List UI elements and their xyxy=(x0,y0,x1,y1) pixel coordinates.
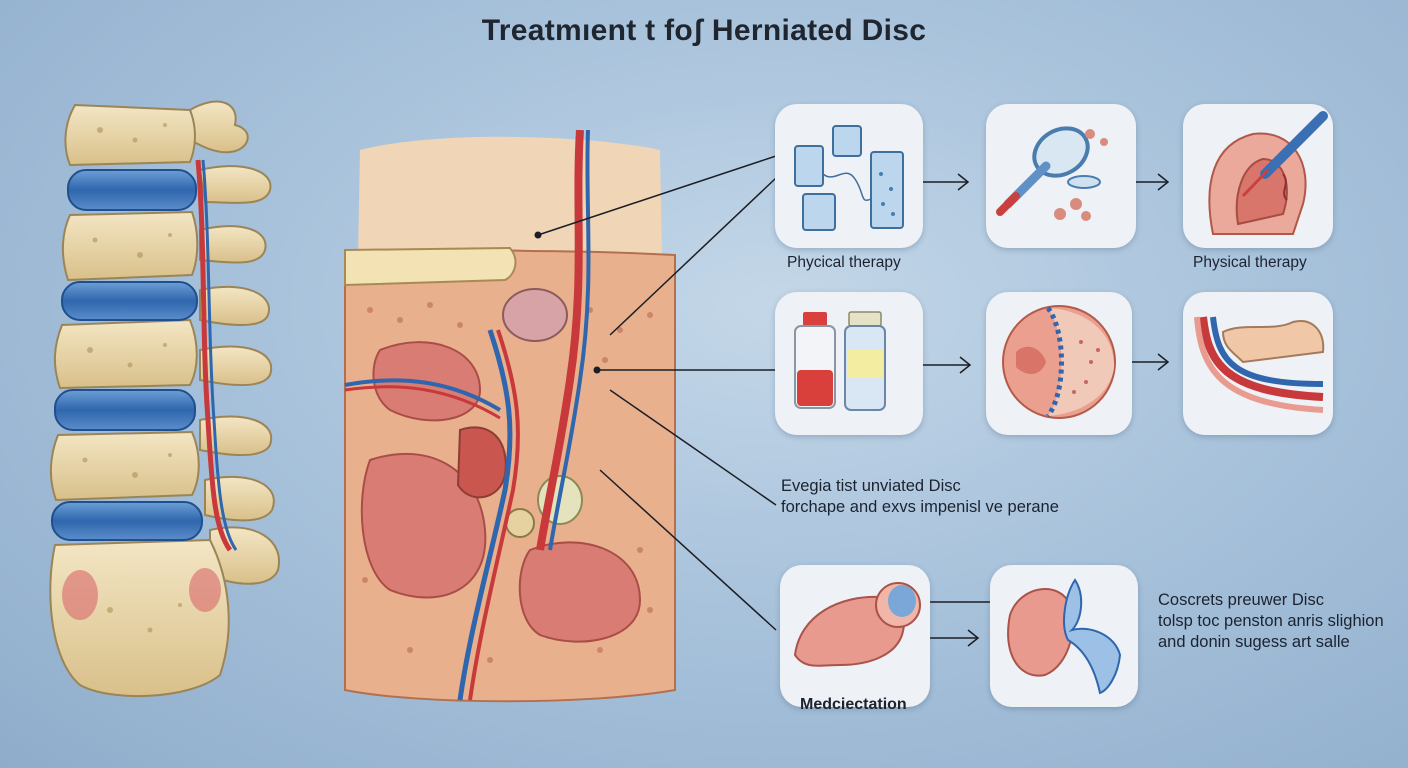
panel-joint-left xyxy=(780,565,930,707)
disc-section-icon xyxy=(1002,305,1116,419)
lumbar-spine-illustration xyxy=(49,100,281,698)
disc-cross-section-illustration xyxy=(344,130,676,703)
panel-disc-section xyxy=(986,292,1132,435)
panel-joint-right xyxy=(990,565,1138,707)
note-middle-line-1: Evegia tist unviated Disc xyxy=(781,477,961,495)
joint-cartilage-icon xyxy=(1007,578,1122,695)
panel-bottles xyxy=(775,292,923,435)
note-bottom-line-2: tolsp toc penston anris slighion xyxy=(1158,612,1384,630)
nerve-vessel-icon xyxy=(1194,316,1325,413)
injection-tissue-icon xyxy=(1208,111,1328,235)
joint-tissue-icon xyxy=(793,582,921,667)
panel-nerve-vessel xyxy=(1183,292,1333,435)
note-middle-line-2: forchape and exvs impenisl ve perane xyxy=(781,498,1059,516)
medicine-bottles-icon xyxy=(794,311,886,411)
panel-magnifier xyxy=(986,104,1136,248)
note-bottom: Coscrets preuwer Disc tolsp toc penston … xyxy=(1158,590,1384,653)
panel-cylinders xyxy=(775,104,923,248)
page-title: Treatmıent t foʃ Herniated Disc xyxy=(481,14,927,47)
note-bottom-line-3: and donin sugess art salle xyxy=(1158,633,1350,651)
panel-injection xyxy=(1183,104,1333,248)
label-physical-therapy-left: Phycical therapy xyxy=(787,254,901,271)
note-middle: Evegia tist unviated Disc forchape and e… xyxy=(781,476,1059,518)
magnifier-tool-icon xyxy=(996,126,1108,221)
cylinders-equipment-icon xyxy=(794,125,904,231)
note-bottom-line-1: Coscrets preuwer Disc xyxy=(1158,591,1324,609)
label-physical-therapy-right: Physical therapy xyxy=(1193,254,1307,271)
label-medication: Medciectation xyxy=(800,696,907,713)
